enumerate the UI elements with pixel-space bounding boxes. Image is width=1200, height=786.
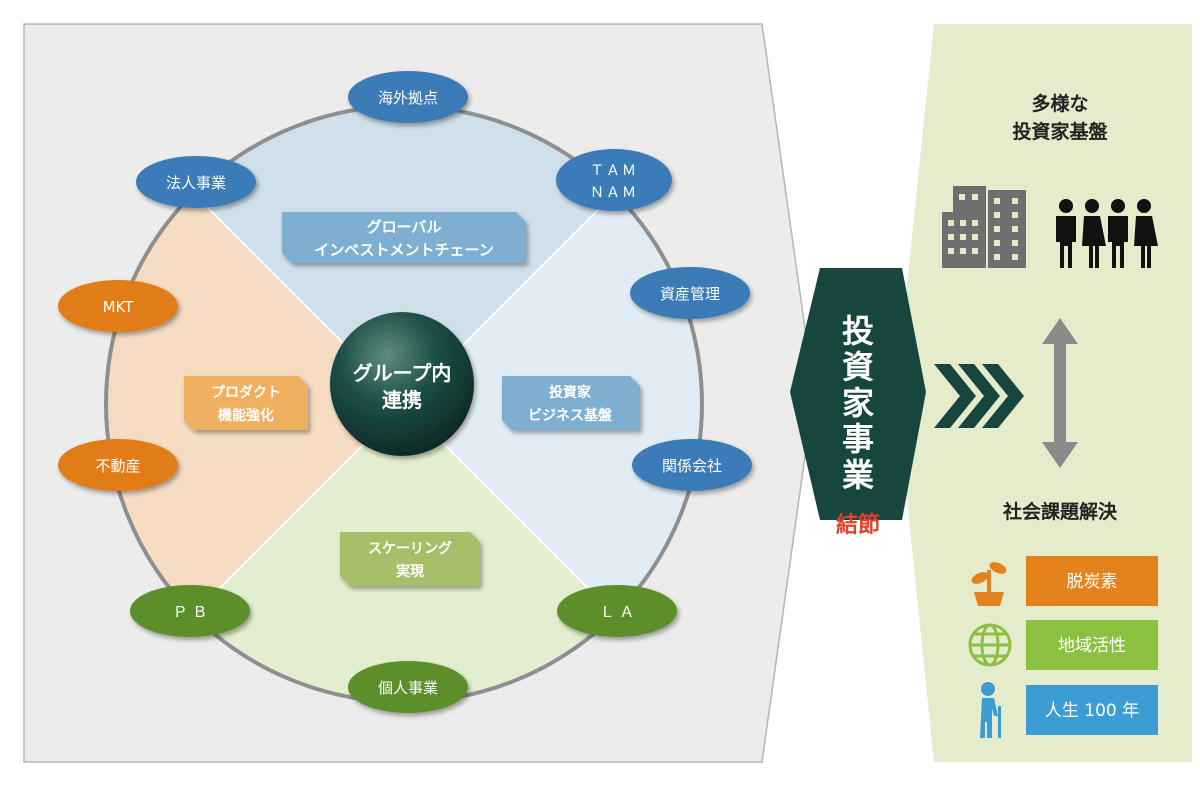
node-mkt: MKT bbox=[58, 280, 178, 332]
hub-char: 業 bbox=[842, 456, 874, 494]
issue-decarbon: 脱炭素 bbox=[1026, 556, 1158, 606]
node-shisan: 資産管理 bbox=[630, 267, 750, 319]
tag-investor-business-base: 投資家 ビジネス基盤 bbox=[502, 376, 640, 430]
hub-char: 投 bbox=[842, 312, 874, 350]
node-kaigai-label: 海外拠点 bbox=[378, 89, 438, 107]
investor-base-title: 投資家基盤 bbox=[1012, 120, 1108, 143]
node-nam-label: ＮＡＭ bbox=[590, 185, 638, 201]
hub-accent-label: 結節 bbox=[836, 512, 880, 538]
center-circle: グループ内 連携 bbox=[330, 312, 474, 456]
issue-decarbon-label: 脱炭素 bbox=[1067, 572, 1118, 592]
hub-char: 家 bbox=[842, 384, 874, 422]
node-kankei-label: 関係会社 bbox=[662, 457, 722, 475]
tag-scaling: スケーリング 実現 bbox=[340, 532, 480, 586]
issue-life100-label: 人生 100 年 bbox=[1045, 701, 1139, 721]
node-pb-label: Ｐ Ｂ bbox=[173, 603, 208, 621]
node-tam-label: ＴＡＭ bbox=[590, 163, 638, 179]
people-icon bbox=[1056, 199, 1158, 268]
node-fudosan-label: 不動産 bbox=[95, 457, 140, 475]
plant-icon bbox=[971, 562, 1007, 606]
node-hojin: 法人事業 bbox=[136, 156, 256, 208]
investor-business-hub: 投 資 家 事 業 結節 bbox=[790, 268, 926, 538]
social-issues-title: 社会課題解決 bbox=[1002, 500, 1118, 523]
issue-regional-label: 地域活性 bbox=[1058, 636, 1126, 656]
tag-product-line2: 機能強化 bbox=[218, 407, 274, 424]
tag-global-line2: インベストメントチェーン bbox=[314, 241, 494, 259]
globe-icon bbox=[968, 623, 1012, 667]
node-kojin: 個人事業 bbox=[348, 661, 468, 713]
investor-base-title: 多様な bbox=[1031, 92, 1088, 115]
node-kaigai: 海外拠点 bbox=[348, 71, 468, 123]
node-fudosan: 不動産 bbox=[58, 439, 178, 491]
node-kojin-label: 個人事業 bbox=[378, 679, 438, 697]
tag-global-line1: グローバル bbox=[367, 218, 442, 236]
node-la: Ｌ Ａ bbox=[557, 585, 677, 637]
tag-product-line1: プロダクト bbox=[211, 384, 281, 401]
node-la-label: Ｌ Ａ bbox=[600, 603, 635, 621]
node-hojin-label: 法人事業 bbox=[166, 174, 226, 192]
issue-regional: 地域活性 bbox=[1026, 620, 1158, 670]
center-line1: グループ内 bbox=[353, 361, 452, 385]
node-shisan-label: 資産管理 bbox=[660, 285, 720, 303]
node-mkt-label: MKT bbox=[103, 298, 135, 316]
chevron-icon bbox=[958, 364, 1000, 428]
tag-scaling-line1: スケーリング bbox=[368, 540, 452, 557]
tag-investor-line1: 投資家 bbox=[549, 384, 592, 401]
hub-hexagon bbox=[790, 268, 926, 520]
tag-product-enhancement: プロダクト 機能強化 bbox=[184, 376, 308, 430]
elderly-person-icon bbox=[980, 682, 1001, 738]
chevron-icon bbox=[934, 364, 976, 428]
buildings-icon bbox=[942, 186, 1026, 268]
node-kankei: 関係会社 bbox=[632, 439, 752, 491]
chevron-icon bbox=[982, 364, 1024, 428]
tag-investor-line2: ビジネス基盤 bbox=[528, 407, 613, 424]
node-pb: Ｐ Ｂ bbox=[130, 585, 250, 637]
chevron-arrows bbox=[934, 364, 1024, 428]
center-line2: 連携 bbox=[382, 388, 422, 412]
hub-char: 事 bbox=[842, 420, 874, 458]
tag-scaling-line2: 実現 bbox=[396, 563, 424, 580]
hub-char: 資 bbox=[842, 348, 874, 386]
tag-global-investment-chain: グローバル インベストメントチェーン bbox=[282, 212, 526, 263]
issue-life100: 人生 100 年 bbox=[1026, 685, 1158, 735]
double-arrow-icon bbox=[1042, 318, 1078, 468]
node-tam-nam: ＴＡＭ ＮＡＭ bbox=[556, 149, 672, 211]
